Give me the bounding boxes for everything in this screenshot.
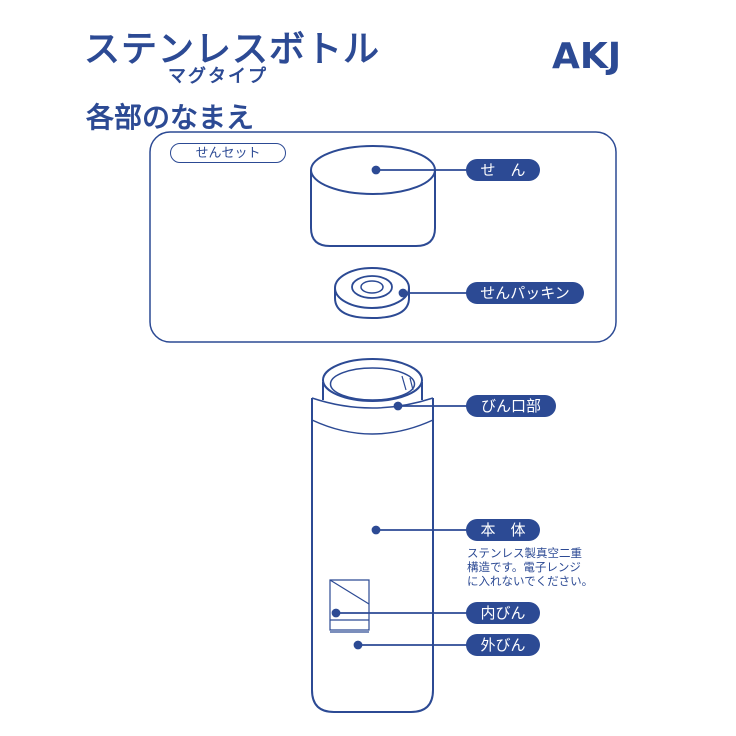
leader-outer — [353, 640, 470, 650]
leader-inner — [331, 608, 470, 618]
plug-illustration — [310, 145, 436, 247]
label-mouth: びん口部 — [466, 395, 556, 417]
plug-set-label: せんセット — [170, 143, 286, 163]
product-subtitle: マグタイプ — [168, 66, 268, 87]
section-heading: 各部のなまえ — [86, 101, 255, 134]
leader-body — [371, 525, 470, 535]
product-title: ステンレスボトル — [84, 29, 381, 70]
leader-plug — [371, 165, 470, 175]
plug-set-frame — [149, 131, 617, 343]
body-note: ステンレス製真空二重 構造です。電子レンジ に入れないでください。 — [467, 546, 594, 588]
label-inner: 内びん — [466, 602, 540, 624]
leader-mouth — [393, 401, 470, 411]
label-plug-gasket: せんパッキン — [466, 282, 584, 304]
label-body: 本 体 — [466, 519, 540, 541]
plug-gasket-illustration — [334, 267, 410, 320]
label-plug: せ ん — [466, 159, 540, 181]
brand-code: AKJ — [552, 36, 622, 77]
label-outer: 外びん — [466, 634, 540, 656]
bottle-illustration — [311, 358, 434, 713]
leader-plug-gasket — [398, 288, 470, 298]
